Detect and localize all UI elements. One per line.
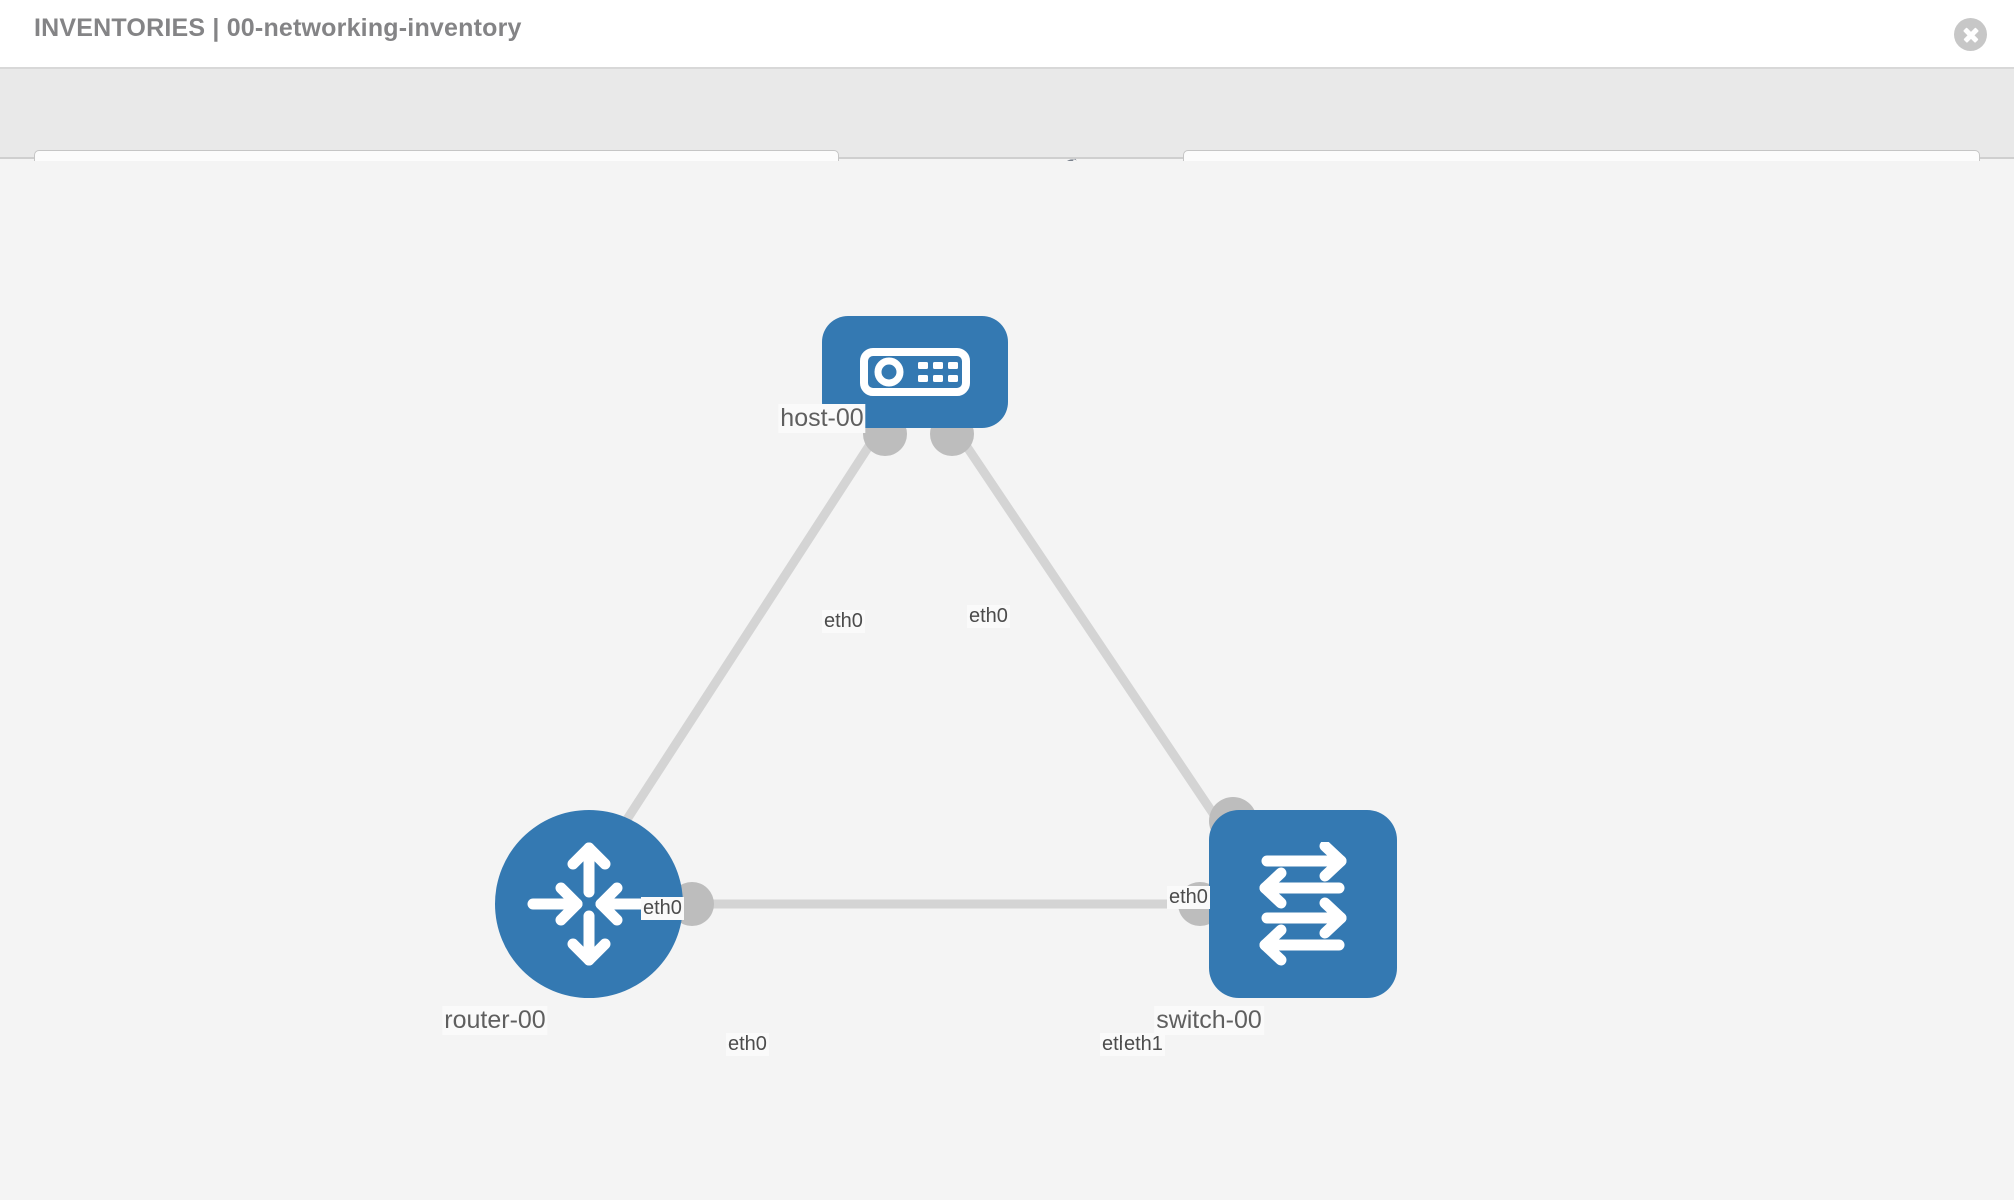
- iface-label-router-right: eth0: [726, 1033, 769, 1056]
- iface-label-switch-up: eth0: [1167, 886, 1210, 909]
- switch-node-shape[interactable]: [1209, 810, 1397, 998]
- node-label-host-00: host-00: [778, 404, 866, 433]
- page-header: INVENTORIES | 00-networking-inventory: [0, 0, 2014, 69]
- server-icon: [860, 348, 970, 396]
- switch-arrows-icon: [1259, 842, 1347, 966]
- topology-graph: [596, 412, 1257, 926]
- link-host-router[interactable]: [596, 426, 884, 864]
- node-label-router-00: router-00: [442, 1006, 548, 1035]
- router-arrows-icon: [527, 842, 651, 966]
- close-icon[interactable]: [1954, 18, 1987, 51]
- iface-label-router-up: eth0: [641, 897, 684, 920]
- iface-label-switch-left: eth1: [1122, 1033, 1165, 1056]
- iface-label-host-right: eth0: [967, 605, 1010, 628]
- link-host-switch[interactable]: [951, 426, 1249, 864]
- page-title: INVENTORIES | 00-networking-inventory: [34, 14, 522, 42]
- toolbar: ACTIONS SEARCH: [0, 69, 2014, 202]
- node-label-switch-00: switch-00: [1154, 1006, 1264, 1035]
- topology-canvas[interactable]: host-00: [0, 161, 2014, 1200]
- iface-label-host-left: eth0: [822, 610, 865, 633]
